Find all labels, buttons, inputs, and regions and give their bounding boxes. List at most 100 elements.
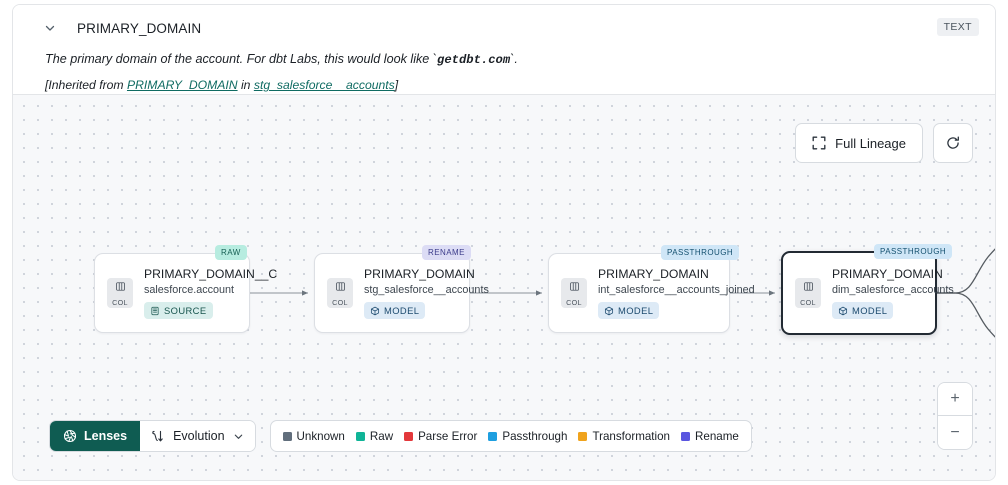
- legend-label: Passthrough: [502, 429, 568, 443]
- column-icon: [569, 279, 580, 297]
- lineage-node-name: PRIMARY_DOMAIN: [364, 267, 475, 281]
- lens-badge: PASSTHROUGH: [874, 244, 953, 259]
- lineage-node-kind-label: SOURCE: [164, 305, 207, 316]
- lineage-node-body: COL PRIMARY_DOMAIN int_salesforce__account…: [549, 254, 755, 332]
- column-chip-label: COL: [332, 298, 348, 307]
- column-header: PRIMARY_DOMAIN TEXT The primary domain o…: [13, 5, 995, 95]
- legend-label: Transformation: [592, 429, 671, 443]
- legend-swatch: [488, 431, 498, 441]
- lineage-node[interactable]: RAW COL PRIMARY_DOMAIN__C salesforce.accoun…: [94, 245, 278, 333]
- lineage-node-kind-label: MODEL: [384, 305, 420, 316]
- canvas-bottom-bar: Lenses Evolution: [49, 420, 752, 452]
- legend-swatch: [578, 431, 588, 441]
- inherited-suffix: ]: [394, 78, 399, 93]
- column-type-chip: COL: [795, 278, 821, 308]
- inherited-prefix: [Inherited from: [45, 78, 127, 93]
- column-type-chip: COL: [327, 278, 353, 308]
- lineage-node-kind-badge: MODEL: [832, 302, 894, 319]
- legend-item[interactable]: Passthrough: [488, 430, 567, 443]
- lineage-node[interactable]: PASSTHROUGH COL PRIMARY_DOMAIN int_salesfor…: [548, 245, 755, 333]
- column-description: The primary domain of the account. For d…: [45, 52, 979, 68]
- lineage-node-name: PRIMARY_DOMAIN: [598, 267, 709, 281]
- description-suffix: `.: [510, 52, 518, 66]
- expand-icon: [812, 136, 826, 150]
- aperture-icon: [63, 429, 77, 443]
- legend-label: Raw: [369, 429, 394, 443]
- lineage-canvas[interactable]: Full Lineage + −: [13, 95, 995, 480]
- column-type-chip: COL: [107, 278, 133, 308]
- lineage-node-subtitle: salesforce.account: [144, 284, 235, 296]
- database-icon: [150, 306, 160, 316]
- legend-swatch: [282, 431, 292, 441]
- chevron-down-icon[interactable]: [43, 21, 57, 35]
- full-lineage-label: Full Lineage: [835, 135, 906, 151]
- lineage-node-body: COL PRIMARY_DOMAIN dim_salesforce_accounts…: [783, 253, 954, 333]
- legend-swatch: [355, 431, 365, 441]
- lenses-button[interactable]: Lenses: [50, 421, 141, 451]
- lens-badge: PASSTHROUGH: [661, 245, 740, 260]
- page-title: PRIMARY_DOMAIN: [77, 20, 202, 36]
- lineage-node-texts: PRIMARY_DOMAIN int_salesforce__accounts_j…: [598, 267, 755, 319]
- lineage-graph: RAW COL PRIMARY_DOMAIN__C salesforce.accoun…: [13, 95, 995, 480]
- lens-legend: Unknown Raw Parse Error Passthrough Transfor…: [269, 420, 752, 452]
- column-header-row: PRIMARY_DOMAIN: [29, 17, 979, 39]
- lens-badge: RAW: [215, 245, 247, 260]
- column-type-chip: COL: [561, 278, 587, 308]
- lineage-node-kind-label: MODEL: [618, 305, 654, 316]
- legend-item[interactable]: Raw: [355, 429, 394, 443]
- lineage-node-subtitle: dim_salesforce_accounts: [832, 284, 954, 296]
- zoom-in-button[interactable]: +: [938, 383, 972, 416]
- evolution-dropdown[interactable]: Evolution: [140, 421, 255, 451]
- cube-icon: [604, 306, 614, 316]
- lineage-node-kind-badge: MODEL: [598, 302, 660, 319]
- inherited-model-link[interactable]: stg_salesforce__accounts: [253, 78, 395, 93]
- lineage-node-subtitle: int_salesforce__accounts_joined: [598, 284, 755, 296]
- lineage-node-body: COL PRIMARY_DOMAIN stg_salesforce__account…: [315, 254, 489, 332]
- legend-swatch: [404, 431, 414, 441]
- legend-label: Unknown: [296, 429, 345, 443]
- column-icon: [115, 279, 126, 297]
- evolution-icon: [150, 429, 165, 444]
- legend-item[interactable]: Parse Error: [404, 430, 477, 443]
- lineage-node-subtitle: stg_salesforce__accounts: [364, 284, 489, 296]
- lineage-edges: [250, 248, 995, 338]
- description-text: The primary domain of the account. For d…: [45, 52, 437, 66]
- inherited-from-line: [Inherited from PRIMARY_DOMAIN in stg_sa…: [45, 78, 979, 92]
- inherited-mid: in: [237, 78, 254, 93]
- evolution-label: Evolution: [173, 429, 225, 443]
- inherited-column-link[interactable]: PRIMARY_DOMAIN: [126, 78, 238, 93]
- column-icon: [803, 279, 814, 297]
- canvas-top-controls: Full Lineage: [795, 123, 973, 163]
- full-lineage-button[interactable]: Full Lineage: [795, 123, 923, 163]
- lineage-node-kind-badge: SOURCE: [144, 302, 213, 319]
- lens-badge: RENAME: [422, 245, 471, 260]
- lineage-node-name: PRIMARY_DOMAIN__C: [144, 267, 278, 281]
- legend-label: Parse Error: [418, 429, 478, 443]
- lineage-node-kind-label: MODEL: [852, 305, 888, 316]
- lineage-node-name: PRIMARY_DOMAIN: [832, 267, 943, 281]
- legend-item[interactable]: Transformation: [578, 430, 670, 443]
- column-chip-label: COL: [800, 298, 816, 307]
- description-code: getdbt.com: [437, 53, 511, 67]
- column-icon: [335, 279, 346, 297]
- lineage-node[interactable]: RENAME COL PRIMARY_DOMAIN stg_salesforce__a…: [314, 245, 489, 333]
- lineage-node[interactable]: PASSTHROUGH COL PRIMARY_DOMAIN dim_salesfor…: [781, 244, 954, 335]
- refresh-icon: [945, 135, 961, 151]
- lenses-segmented-control: Lenses Evolution: [49, 420, 256, 452]
- refresh-button[interactable]: [933, 123, 973, 163]
- cube-icon: [838, 306, 848, 316]
- chevron-down-icon: [233, 431, 244, 442]
- legend-label: Rename: [695, 429, 739, 443]
- column-chip-label: COL: [112, 298, 128, 307]
- column-detail-card: PRIMARY_DOMAIN TEXT The primary domain o…: [12, 4, 996, 481]
- status-badge: TEXT: [936, 18, 979, 36]
- legend-item[interactable]: Unknown: [282, 429, 345, 443]
- legend-item[interactable]: Rename: [681, 430, 739, 443]
- legend-swatch: [681, 431, 691, 441]
- zoom-out-button[interactable]: −: [938, 416, 972, 449]
